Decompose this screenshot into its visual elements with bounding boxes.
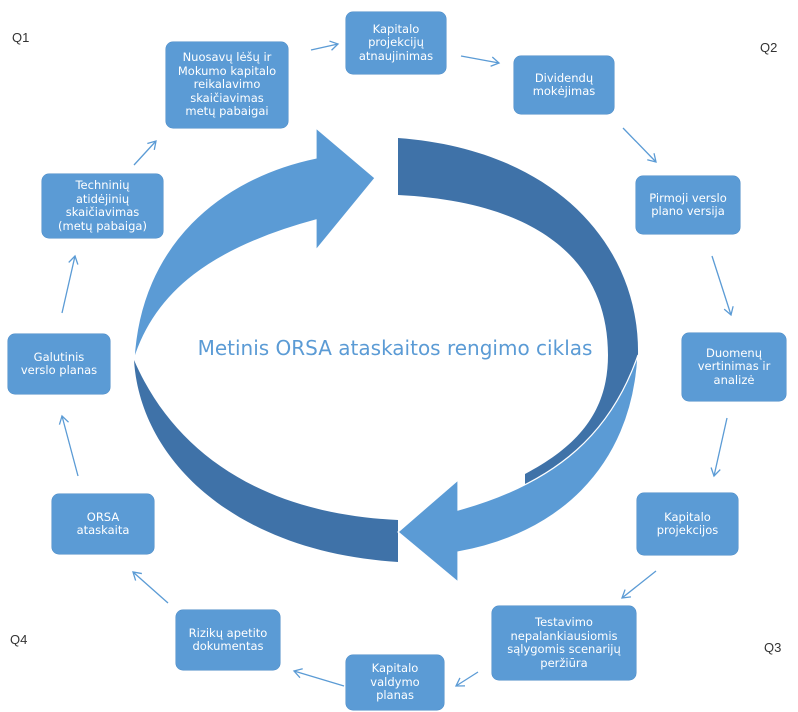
step-dividend-payment: Dividendų mokėjimas xyxy=(514,56,614,114)
connector-arrow-head xyxy=(147,140,157,150)
connector-arrow-head xyxy=(454,677,466,687)
connector-arrow-head xyxy=(710,467,721,478)
cycle-left-band xyxy=(134,360,398,562)
step-data-analysis: Duomenų vertinimas ir analizė xyxy=(682,333,786,401)
step-final-business-plan: Galutinis verslo planas xyxy=(8,334,110,394)
step-technical-provisions: Techninių atidėjinių skaičiavimas (metų … xyxy=(42,174,163,238)
connector-arrow-head xyxy=(329,40,340,51)
connector-arrow-line xyxy=(132,571,169,604)
step-capital-projection-update: Kapitalo projekcijų atnaujinimas xyxy=(346,12,446,74)
connector-arrow-line xyxy=(61,255,76,314)
quarter-label-q4: Q4 xyxy=(10,632,28,647)
connector-arrow-line xyxy=(460,55,500,64)
connector-arrow-head xyxy=(292,668,303,679)
step-orsa-report: ORSA ataskaita xyxy=(52,494,154,554)
connector-arrow-line xyxy=(621,570,657,599)
connector-arrow-line xyxy=(310,43,339,51)
connector-arrow-head xyxy=(132,571,142,581)
connector-arrow-head xyxy=(490,56,501,67)
connector-arrow-head xyxy=(723,306,734,317)
step-own-funds-scr: Nuosavų lėšų ir Mokumo kapitalo reikalav… xyxy=(166,42,288,128)
connector-arrow-line xyxy=(711,255,732,316)
step-capital-projections: Kapitalo projekcijos xyxy=(637,493,738,555)
cycle-bottom-arrow xyxy=(397,354,639,584)
quarter-label-q3: Q3 xyxy=(764,640,782,655)
quarter-label-q1: Q1 xyxy=(12,30,30,45)
connector-arrow-head xyxy=(68,254,79,265)
connector-arrow-line xyxy=(622,127,657,163)
step-capital-management-plan: Kapitalo valdymo planas xyxy=(346,655,444,710)
step-business-plan-draft: Pirmoji verslo plano versija xyxy=(636,176,740,234)
step-risk-appetite-document: Rizikų apetito dokumentas xyxy=(176,610,280,670)
connector-arrow-head xyxy=(621,589,632,599)
connector-arrow-line xyxy=(455,671,479,687)
quarter-label-q2: Q2 xyxy=(760,40,778,55)
cycle-top-arrow xyxy=(133,126,376,361)
connector-arrow-line xyxy=(713,417,728,477)
connector-arrow-head xyxy=(647,153,657,163)
diagram-title: Metinis ORSA ataskaitos rengimo ciklas xyxy=(197,336,593,360)
connector-arrow-line xyxy=(133,140,157,166)
step-stress-testing-review: Testavimo nepalankiausiomis sąlygomis sc… xyxy=(492,606,636,680)
connector-arrows xyxy=(58,40,734,687)
connector-arrow-line xyxy=(293,670,345,687)
connector-arrow-line xyxy=(61,415,79,477)
cycle-right-band xyxy=(398,138,639,505)
connector-arrow-head xyxy=(58,414,69,425)
